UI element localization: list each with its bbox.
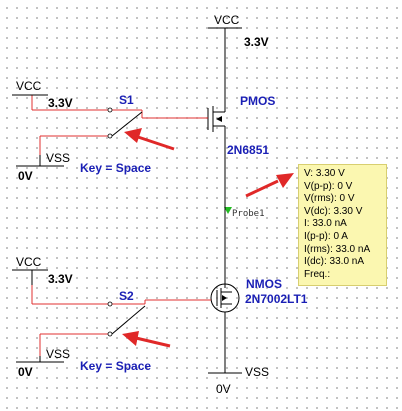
probe-marker[interactable]: Probe1 bbox=[224, 207, 265, 219]
vcc-top-label: VCC bbox=[214, 13, 240, 27]
switch-s2[interactable]: S2 Key = Space bbox=[31, 285, 211, 373]
s1-ref-label: S1 bbox=[119, 93, 134, 107]
vcc-supply-top[interactable]: VCC 3.3V bbox=[208, 13, 269, 100]
vcc-s1-voltage: 3.3V bbox=[48, 96, 73, 110]
vcc-supply-s1[interactable]: VCC 3.3V bbox=[12, 79, 73, 110]
probe-reading-idc: I(dc): 33.0 nA bbox=[304, 256, 365, 268]
probe-label: Probe1 bbox=[232, 209, 265, 219]
switch-s1[interactable]: S1 Key = Space bbox=[31, 93, 208, 175]
vss-bottom-label: VSS bbox=[245, 365, 269, 379]
s2-ref-label: S2 bbox=[119, 289, 134, 303]
vcc-s2-voltage: 3.3V bbox=[48, 272, 73, 286]
probe-reading-vpp: V(p-p): 0 V bbox=[304, 180, 353, 192]
pmos-type-label: PMOS bbox=[240, 94, 275, 108]
s1-key-label: Key = Space bbox=[80, 161, 151, 175]
nmos-transistor[interactable]: NMOS 2N7002LT1 bbox=[210, 200, 308, 373]
probe-reading-irms: I(rms): 33.0 nA bbox=[304, 243, 371, 255]
vss-s2-label: VSS bbox=[46, 347, 70, 361]
vss-supply-s1[interactable]: VSS 0V bbox=[16, 151, 70, 183]
vss-s1-label: VSS bbox=[46, 151, 70, 165]
vcc-supply-s2[interactable]: VCC 3.3V bbox=[12, 255, 73, 286]
probe-reading-i: I: 33.0 nA bbox=[304, 218, 347, 230]
vss-s2-voltage: 0V bbox=[18, 365, 33, 379]
pmos-transistor[interactable]: PMOS 2N6851 bbox=[207, 94, 275, 200]
probe-reading-vdc: V(dc): 3.30 V bbox=[304, 205, 363, 217]
vss-bottom-voltage: 0V bbox=[216, 382, 231, 396]
probe-readout-tooltip: V: 3.30 V V(p-p): 0 V V(rms): 0 V V(dc):… bbox=[298, 164, 387, 286]
vcc-s2-label: VCC bbox=[16, 255, 42, 269]
nmos-part-label: 2N7002LT1 bbox=[245, 292, 308, 306]
vcc-top-voltage: 3.3V bbox=[244, 35, 269, 49]
probe-reading-v: V: 3.30 V bbox=[304, 168, 345, 179]
annotation-arrow-probe bbox=[245, 173, 294, 198]
probe-reading-vrms: V(rms): 0 V bbox=[304, 193, 355, 205]
probe-reading-freq: Freq.: bbox=[304, 268, 331, 280]
vss-supply-s2[interactable]: VSS 0V bbox=[16, 347, 70, 379]
probe-reading-ipp: I(p-p): 0 A bbox=[304, 230, 348, 242]
vcc-s1-label: VCC bbox=[16, 79, 42, 93]
pmos-part-label: 2N6851 bbox=[227, 143, 269, 157]
vss-supply-bottom[interactable]: VSS 0V bbox=[208, 365, 269, 396]
vss-s1-voltage: 0V bbox=[18, 169, 33, 183]
annotation-arrow-s2 bbox=[122, 331, 171, 348]
nmos-type-label: NMOS bbox=[246, 277, 282, 291]
annotation-arrow-s1 bbox=[124, 128, 175, 151]
s2-key-label: Key = Space bbox=[80, 359, 151, 373]
